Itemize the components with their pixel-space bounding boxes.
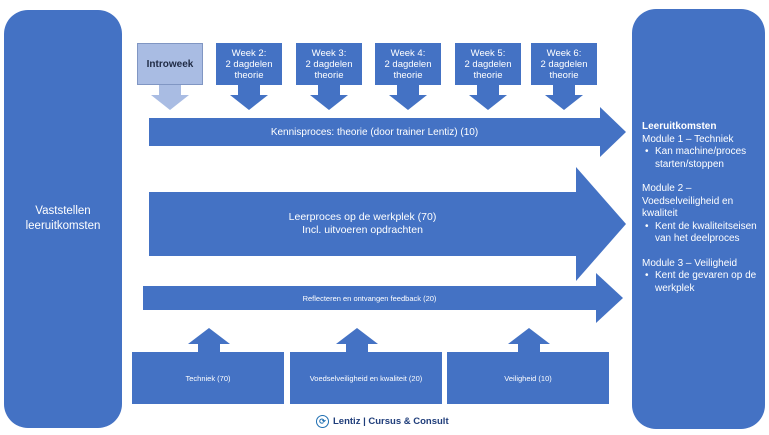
week-3-arrow-head	[310, 95, 348, 110]
week-2-line2: 2 dagdelen	[225, 59, 273, 70]
knowledge-process-arrow: Kennisproces: theorie (door trainer Lent…	[149, 118, 600, 146]
week-6-line1: Week 6:	[546, 48, 582, 59]
week-5-line3: theorie	[473, 70, 503, 81]
week-4-line3: theorie	[393, 70, 423, 81]
lentiz-logo-icon: ⟳	[316, 415, 329, 428]
reflection-feedback-arrow: Reflecteren en ontvangen feedback (20)	[143, 286, 596, 310]
week-intro-label: Introweek	[146, 58, 194, 70]
learning-outcomes-box: Leeruitkomsten Module 1 – Techniek • Kan…	[632, 9, 765, 429]
week-box-3: Week 3: 2 dagdelen theorie	[296, 43, 362, 85]
week-6-arrow-head	[545, 95, 583, 110]
week-5-arrow-stem	[477, 85, 499, 95]
week-4-arrow-stem	[397, 85, 419, 95]
week-3-line2: 2 dagdelen	[305, 59, 353, 70]
bullet-icon: •	[645, 270, 649, 281]
week-3-line1: Week 3:	[311, 48, 347, 59]
module-2-bullet: • Kent de kwaliteitseisen van het deelpr…	[645, 221, 757, 246]
module-3-title: Module 3 – Veiligheid	[642, 257, 738, 269]
week-2-arrow-stem	[238, 85, 260, 95]
lentiz-logo-text: Lentiz | Cursus & Consult	[333, 416, 449, 427]
knowledge-process-arrow-head	[600, 107, 626, 157]
lentiz-logo: ⟳ Lentiz | Cursus & Consult	[316, 415, 449, 428]
week-3-arrow-stem	[318, 85, 340, 95]
workplace-learning-arrow-head	[576, 167, 626, 281]
techniek-up-arrow-head	[188, 328, 230, 344]
module-2-title: Module 2 – Voedselveiligheid en kwalitei…	[642, 183, 734, 219]
week-box-intro: Introweek	[137, 43, 203, 85]
week-box-4: Week 4: 2 dagdelen theorie	[375, 43, 441, 85]
week-4-arrow-head	[389, 95, 427, 110]
week-2-line1: Week 2:	[231, 48, 267, 59]
workplace-learning-line1: Leerproces op de werkplek (70)	[288, 211, 437, 223]
module-1-bullet: • Kan machine/proces starten/stoppen	[645, 146, 757, 171]
safety-label: Veiligheid (10)	[504, 373, 552, 383]
techniek-label: Techniek (70)	[185, 373, 231, 383]
week-6-line3: theorie	[549, 70, 579, 81]
module-2-bullet-text: Kent de kwaliteitseisen van het deelproc…	[655, 220, 757, 245]
food-safety-up-arrow-head	[336, 328, 378, 344]
week-5-line2: 2 dagdelen	[464, 59, 512, 70]
safety-up-arrow-stem	[518, 344, 540, 352]
reflection-feedback-label: Reflecteren en ontvangen feedback (20)	[302, 293, 437, 303]
week-2-line3: theorie	[234, 70, 264, 81]
module-1-bullet-text: Kan machine/proces starten/stoppen	[655, 146, 747, 170]
week-5-arrow-head	[469, 95, 507, 110]
week-5-line1: Week 5:	[470, 48, 506, 59]
week-box-2: Week 2: 2 dagdelen theorie	[216, 43, 282, 85]
left-box-line1: Vaststellen	[35, 205, 91, 217]
food-safety-box: Voedselveiligheid en kwaliteit (20)	[290, 352, 442, 404]
week-box-6: Week 6: 2 dagdelen theorie	[531, 43, 597, 85]
module-3-bullet-text: Kent de gevaren op de werkplek	[655, 270, 757, 294]
safety-box: Veiligheid (10)	[447, 352, 609, 404]
week-intro-arrow-stem	[159, 85, 181, 95]
week-intro-arrow-head	[151, 95, 189, 110]
week-box-5: Week 5: 2 dagdelen theorie	[455, 43, 521, 85]
determine-learning-outcomes-box: Vaststellen leeruitkomsten	[4, 10, 122, 428]
food-safety-label: Voedselveiligheid en kwaliteit (20)	[309, 373, 423, 383]
week-4-line2: 2 dagdelen	[384, 59, 432, 70]
week-6-arrow-stem	[553, 85, 575, 95]
techniek-box: Techniek (70)	[132, 352, 284, 404]
workplace-learning-arrow: Leerproces op de werkplek (70) Incl. uit…	[149, 192, 576, 256]
food-safety-up-arrow-stem	[346, 344, 368, 352]
left-box-line2: leeruitkomsten	[25, 220, 101, 232]
week-3-line3: theorie	[314, 70, 344, 81]
reflection-feedback-arrow-head	[596, 273, 623, 323]
bullet-icon: •	[645, 220, 649, 232]
techniek-up-arrow-stem	[198, 344, 220, 352]
knowledge-process-label: Kennisproces: theorie (door trainer Lent…	[270, 126, 479, 138]
workplace-learning-line2: Incl. uitvoeren opdrachten	[302, 224, 423, 236]
module-1-title: Module 1 – Techniek	[642, 133, 734, 145]
bullet-icon: •	[645, 146, 649, 157]
module-3-bullet: • Kent de gevaren op de werkplek	[645, 270, 757, 295]
week-2-arrow-head	[230, 95, 268, 110]
week-6-line2: 2 dagdelen	[540, 59, 588, 70]
week-4-line1: Week 4:	[390, 48, 426, 59]
learning-outcomes-title: Leeruitkomsten	[642, 121, 717, 132]
safety-up-arrow-head	[508, 328, 550, 344]
